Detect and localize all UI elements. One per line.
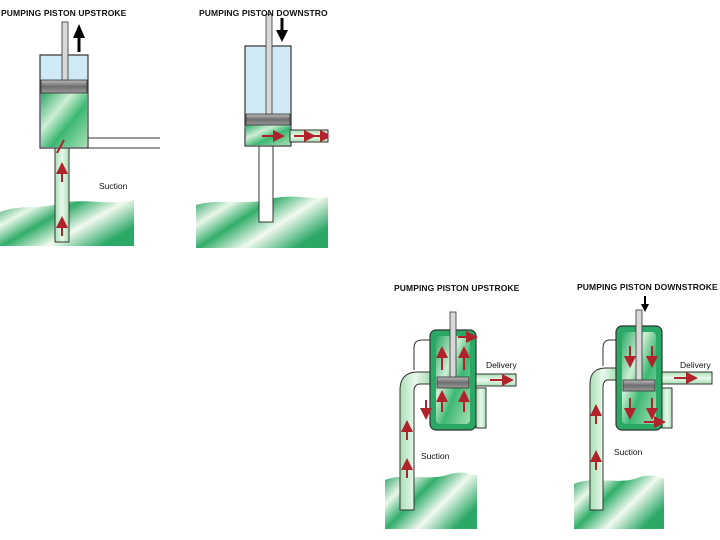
fluid-tank (574, 475, 664, 529)
panel-3-delivery-label: Delivery (486, 360, 517, 370)
fluid-chamber (41, 92, 87, 147)
piston-rod (635, 309, 643, 381)
return-pipe (602, 339, 618, 366)
panel-3-suction-label: Suction (421, 451, 450, 461)
piston (622, 379, 656, 392)
panel-1-title: PUMPING PISTON UPSTROKE (1, 8, 127, 18)
panel-3-title: PUMPING PISTON UPSTROKE (394, 283, 520, 293)
piston-rod (449, 311, 457, 378)
panel-downstroke-simple (196, 14, 328, 248)
fluid-tank (385, 472, 477, 529)
panel-2-title: PUMPING PISTON DOWNSTROKE (199, 8, 328, 18)
panel-upstroke-simple (0, 21, 160, 246)
piston-rod (266, 14, 272, 114)
panel-4-suction-label: Suction (614, 447, 643, 457)
outlet-pipe (88, 137, 160, 149)
panel-2-title-clip: PUMPING PISTON DOWNSTROKE (196, 0, 328, 250)
panel-upstroke-full (385, 311, 517, 529)
side-chamber (475, 387, 487, 429)
side-chamber (661, 387, 673, 429)
piston (436, 376, 470, 389)
piston (40, 79, 88, 94)
panel-downstroke-full (574, 296, 713, 529)
panel-4-delivery-label: Delivery (680, 360, 711, 370)
return-pipe (413, 339, 430, 370)
panel-4-title: PUMPING PISTON DOWNSTROKE (577, 282, 718, 292)
panel-1-suction-label: Suction (99, 181, 128, 191)
inlet-valve (56, 139, 65, 154)
piston-rod (61, 21, 69, 81)
